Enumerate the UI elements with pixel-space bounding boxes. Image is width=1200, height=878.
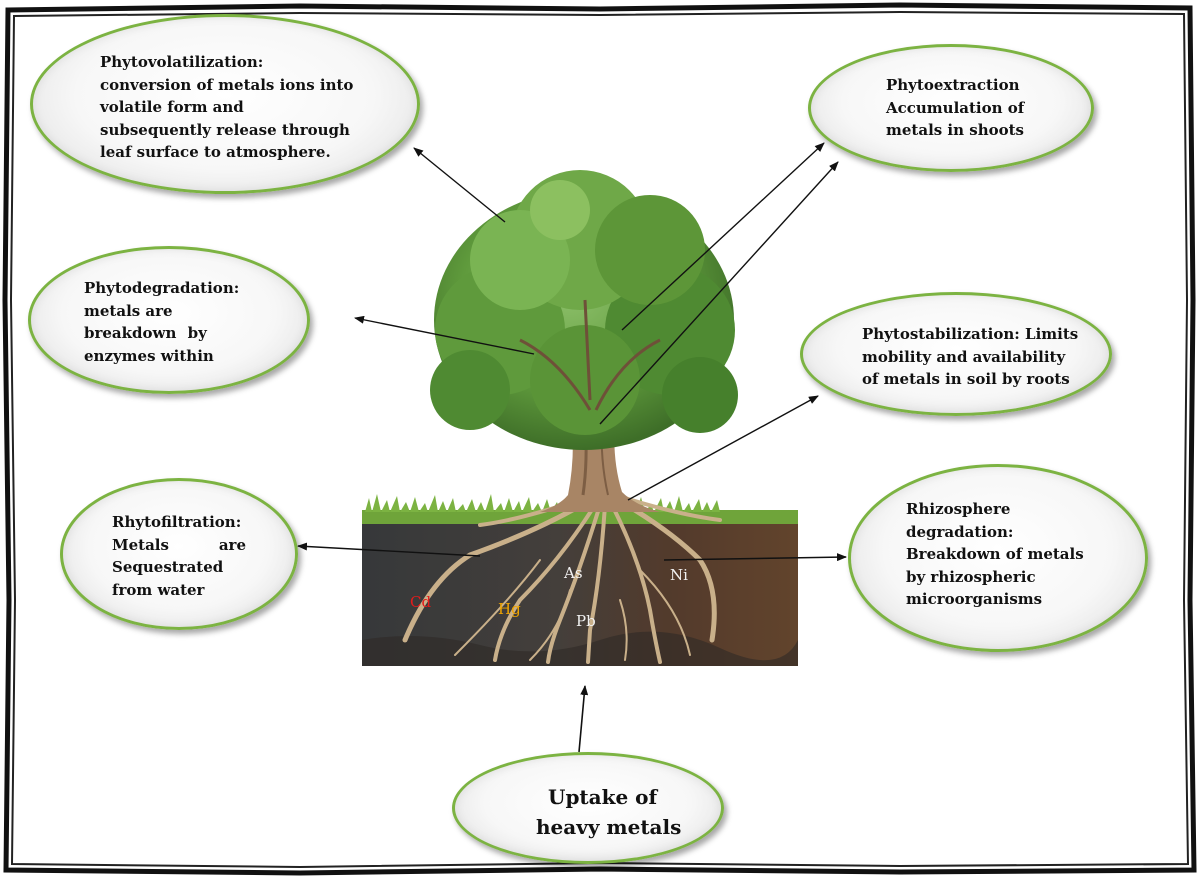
arrow-phytodegradation xyxy=(354,315,535,355)
arrow-phytostabilization xyxy=(627,395,819,501)
metal-label-pb: Pb xyxy=(576,612,596,630)
rhytofiltration-bubble xyxy=(60,478,298,630)
phytostabilization-bubble xyxy=(800,292,1112,416)
phytostabilization-text: Phytostabilization: Limits mobility and … xyxy=(862,325,1079,388)
phytodegradation-text: Phytodegradation: metals are breakdown b… xyxy=(84,279,240,365)
rhytofiltration-text: Rhytofiltration: Metals are Sequestrated… xyxy=(112,513,246,599)
arrow-rhytofiltration xyxy=(297,542,481,557)
rhizosphere-bubble xyxy=(848,464,1148,652)
phytoextraction-text: Phytoextraction Accumulation of metals i… xyxy=(886,76,1025,139)
arrow-phytoextraction-2 xyxy=(599,161,839,425)
phytodegradation-bubble xyxy=(28,246,310,394)
tree-canopy xyxy=(430,170,738,450)
metal-label-as: As xyxy=(564,564,583,582)
arrow-uptake xyxy=(578,685,589,753)
metal-label-ni: Ni xyxy=(670,566,688,584)
rhytofiltration-line2: Metals are xyxy=(112,535,246,554)
soil-block xyxy=(362,520,798,666)
phytovolatilization-text: Phytovolatilization: conversion of metal… xyxy=(100,53,354,161)
arrow-phytovolatilization xyxy=(413,147,506,223)
phytoextraction-bubble xyxy=(808,44,1094,172)
metal-label-cd: Cd xyxy=(410,593,432,611)
phytovolatilization-bubble xyxy=(30,14,420,194)
roots xyxy=(402,496,722,664)
metal-label-hg: Hg xyxy=(498,600,521,618)
uptake-bubble xyxy=(452,752,724,864)
arrow-rhizosphere xyxy=(663,553,847,562)
arrow-phytoextraction-1 xyxy=(621,142,825,331)
uptake-text: Uptake of heavy metals xyxy=(536,785,682,839)
rhizosphere-text: Rhizosphere degradation: Breakdown of me… xyxy=(906,500,1084,608)
